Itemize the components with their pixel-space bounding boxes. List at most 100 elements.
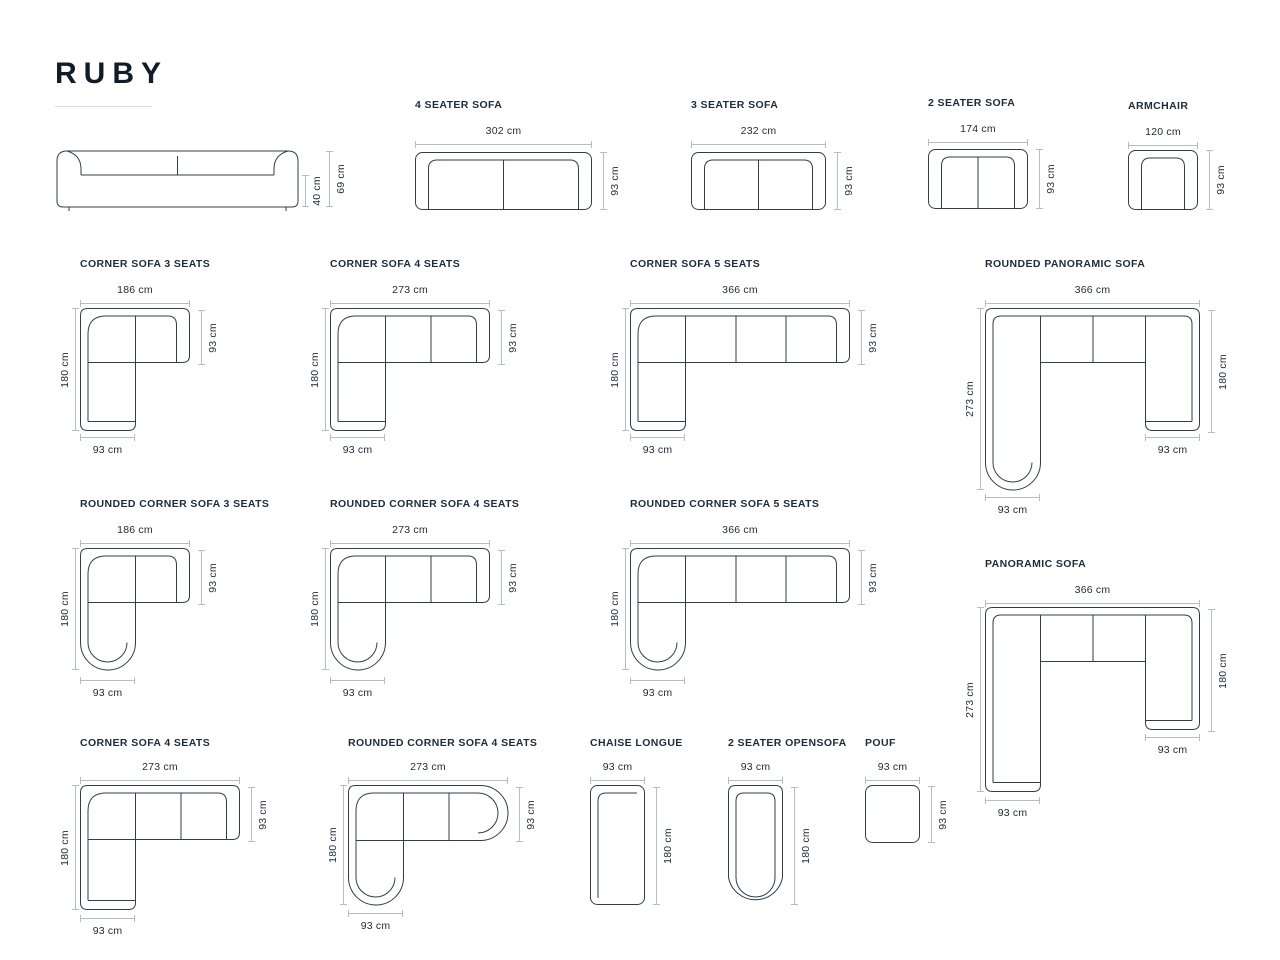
dimension-line	[834, 152, 841, 210]
dimension-line	[977, 308, 984, 490]
dimension-depth-seat: 93 cm	[516, 787, 538, 842]
dimension-line	[928, 786, 935, 843]
diagram-title: 2 SEATER SOFA	[928, 97, 1016, 109]
dimension-seat-height: 40 cm	[302, 175, 324, 207]
diagram-title: ROUNDED CORNER SOFA 4 SEATS	[330, 498, 520, 510]
dimension-line	[928, 139, 1028, 146]
dimension-width: 302 cm	[415, 125, 592, 148]
dimension-line	[80, 677, 135, 684]
dimension-width: 93 cm	[728, 761, 783, 784]
dimension-line	[622, 548, 629, 670]
sofa-top-view-drawing	[691, 152, 826, 210]
dimension-line	[322, 308, 329, 431]
dimension-line	[322, 548, 329, 670]
dimension-depth-seat: 93 cm	[858, 310, 880, 365]
dimension-depth-total: 180 cm	[57, 548, 79, 670]
dimension-depth-left: 273 cm	[962, 607, 984, 792]
rounded-corner-sofa-top-view-drawing	[630, 548, 850, 671]
dimension-line	[630, 677, 685, 684]
dimension-line	[728, 777, 783, 784]
dimension-line	[330, 540, 490, 547]
dimension-line	[330, 677, 385, 684]
diagram-title: CORNER SOFA 4 SEATS	[330, 258, 461, 270]
dimension-length: 180 cm	[791, 787, 813, 905]
dimension-width: 273 cm	[330, 524, 490, 547]
dimension-left-leg-width: 93 cm	[985, 494, 1040, 517]
dimension-width: 232 cm	[691, 125, 826, 148]
dimension-left-leg-width: 93 cm	[985, 797, 1040, 820]
dimension-line	[1128, 142, 1198, 149]
dimension-line	[72, 548, 79, 670]
dimension-width: 366 cm	[630, 524, 850, 547]
dimension-depth: 93 cm	[600, 152, 622, 210]
diagram-title: ROUNDED PANORAMIC SOFA	[985, 258, 1146, 270]
dimension-line	[630, 300, 850, 307]
dimension-line	[340, 785, 347, 905]
armchair-top-view-drawing	[1128, 150, 1198, 210]
rounded-corner-sofa-top-view-drawing	[330, 548, 490, 671]
dimension-width: 273 cm	[330, 284, 490, 307]
pouf-top-view-drawing	[865, 785, 920, 843]
diagram-title: CORNER SOFA 5 SEATS	[630, 258, 761, 270]
dimension-depth-total: 180 cm	[57, 785, 79, 910]
dimension-depth-seat: 93 cm	[198, 310, 220, 365]
diagram-title: 3 SEATER SOFA	[691, 99, 779, 111]
brand-title: RUBY	[55, 57, 169, 90]
dimension-width: 273 cm	[80, 761, 240, 784]
corner-sofa-top-view-drawing	[630, 308, 850, 431]
dimension-line	[1145, 434, 1200, 441]
dimension-depth-right: 180 cm	[1208, 310, 1230, 433]
dimension-depth: 93 cm	[834, 152, 856, 210]
dimension-line	[80, 777, 240, 784]
dimension-line	[590, 777, 645, 784]
dimension-line	[330, 434, 385, 441]
dimension-line	[498, 550, 505, 605]
dimension-line	[348, 910, 403, 917]
dimension-depth-total: 180 cm	[307, 308, 329, 431]
dimension-length: 180 cm	[653, 787, 675, 905]
dimension-width: 366 cm	[985, 584, 1200, 607]
dimension-leg-width: 93 cm	[80, 677, 135, 700]
dimension-line	[985, 300, 1200, 307]
dimension-line	[1208, 609, 1215, 732]
dimension-depth-total: 180 cm	[57, 308, 79, 431]
sofa-front-view-drawing	[56, 150, 299, 211]
dimension-line	[248, 787, 255, 842]
dimension-line	[622, 308, 629, 431]
dimension-line	[630, 540, 850, 547]
dimension-line	[858, 550, 865, 605]
dimension-total-height: 69 cm	[326, 151, 348, 207]
opensofa-top-view-drawing	[728, 785, 783, 901]
dimension-line	[630, 434, 685, 441]
dimension-line	[858, 310, 865, 365]
dimension-line	[600, 152, 607, 210]
diagram-title: CORNER SOFA 3 SEATS	[80, 258, 211, 270]
dimension-leg-width: 93 cm	[80, 915, 135, 938]
dimension-width: 273 cm	[348, 761, 508, 784]
dimension-depth-left: 273 cm	[962, 308, 984, 490]
panoramic-sofa-top-view-drawing	[985, 607, 1200, 792]
dimension-line	[326, 151, 333, 207]
dimension-leg-width: 93 cm	[80, 434, 135, 457]
dimension-line	[72, 785, 79, 910]
dimension-line	[516, 787, 523, 842]
dimension-line	[330, 300, 490, 307]
dimension-width: 366 cm	[985, 284, 1200, 307]
dimension-depth-total: 180 cm	[607, 548, 629, 670]
dimension-leg-width: 93 cm	[330, 434, 385, 457]
dimension-line	[198, 550, 205, 605]
diagram-title: ROUNDED CORNER SOFA 5 SEATS	[630, 498, 820, 510]
dimension-width: 93 cm	[590, 761, 645, 784]
dimension-depth: 93 cm	[1036, 149, 1058, 209]
dimension-line	[977, 607, 984, 792]
sofa-top-view-drawing	[415, 152, 592, 210]
dimension-depth-seat: 93 cm	[198, 550, 220, 605]
dimension-depth-right: 180 cm	[1208, 609, 1230, 732]
dimension-depth-seat: 93 cm	[498, 550, 520, 605]
dimension-leg-width: 93 cm	[330, 677, 385, 700]
sofa-top-view-drawing	[928, 149, 1028, 209]
dimension-depth-total: 180 cm	[607, 308, 629, 431]
rounded-panoramic-sofa-top-view-drawing	[985, 308, 1200, 491]
diagram-title: CORNER SOFA 4 SEATS	[80, 737, 211, 749]
